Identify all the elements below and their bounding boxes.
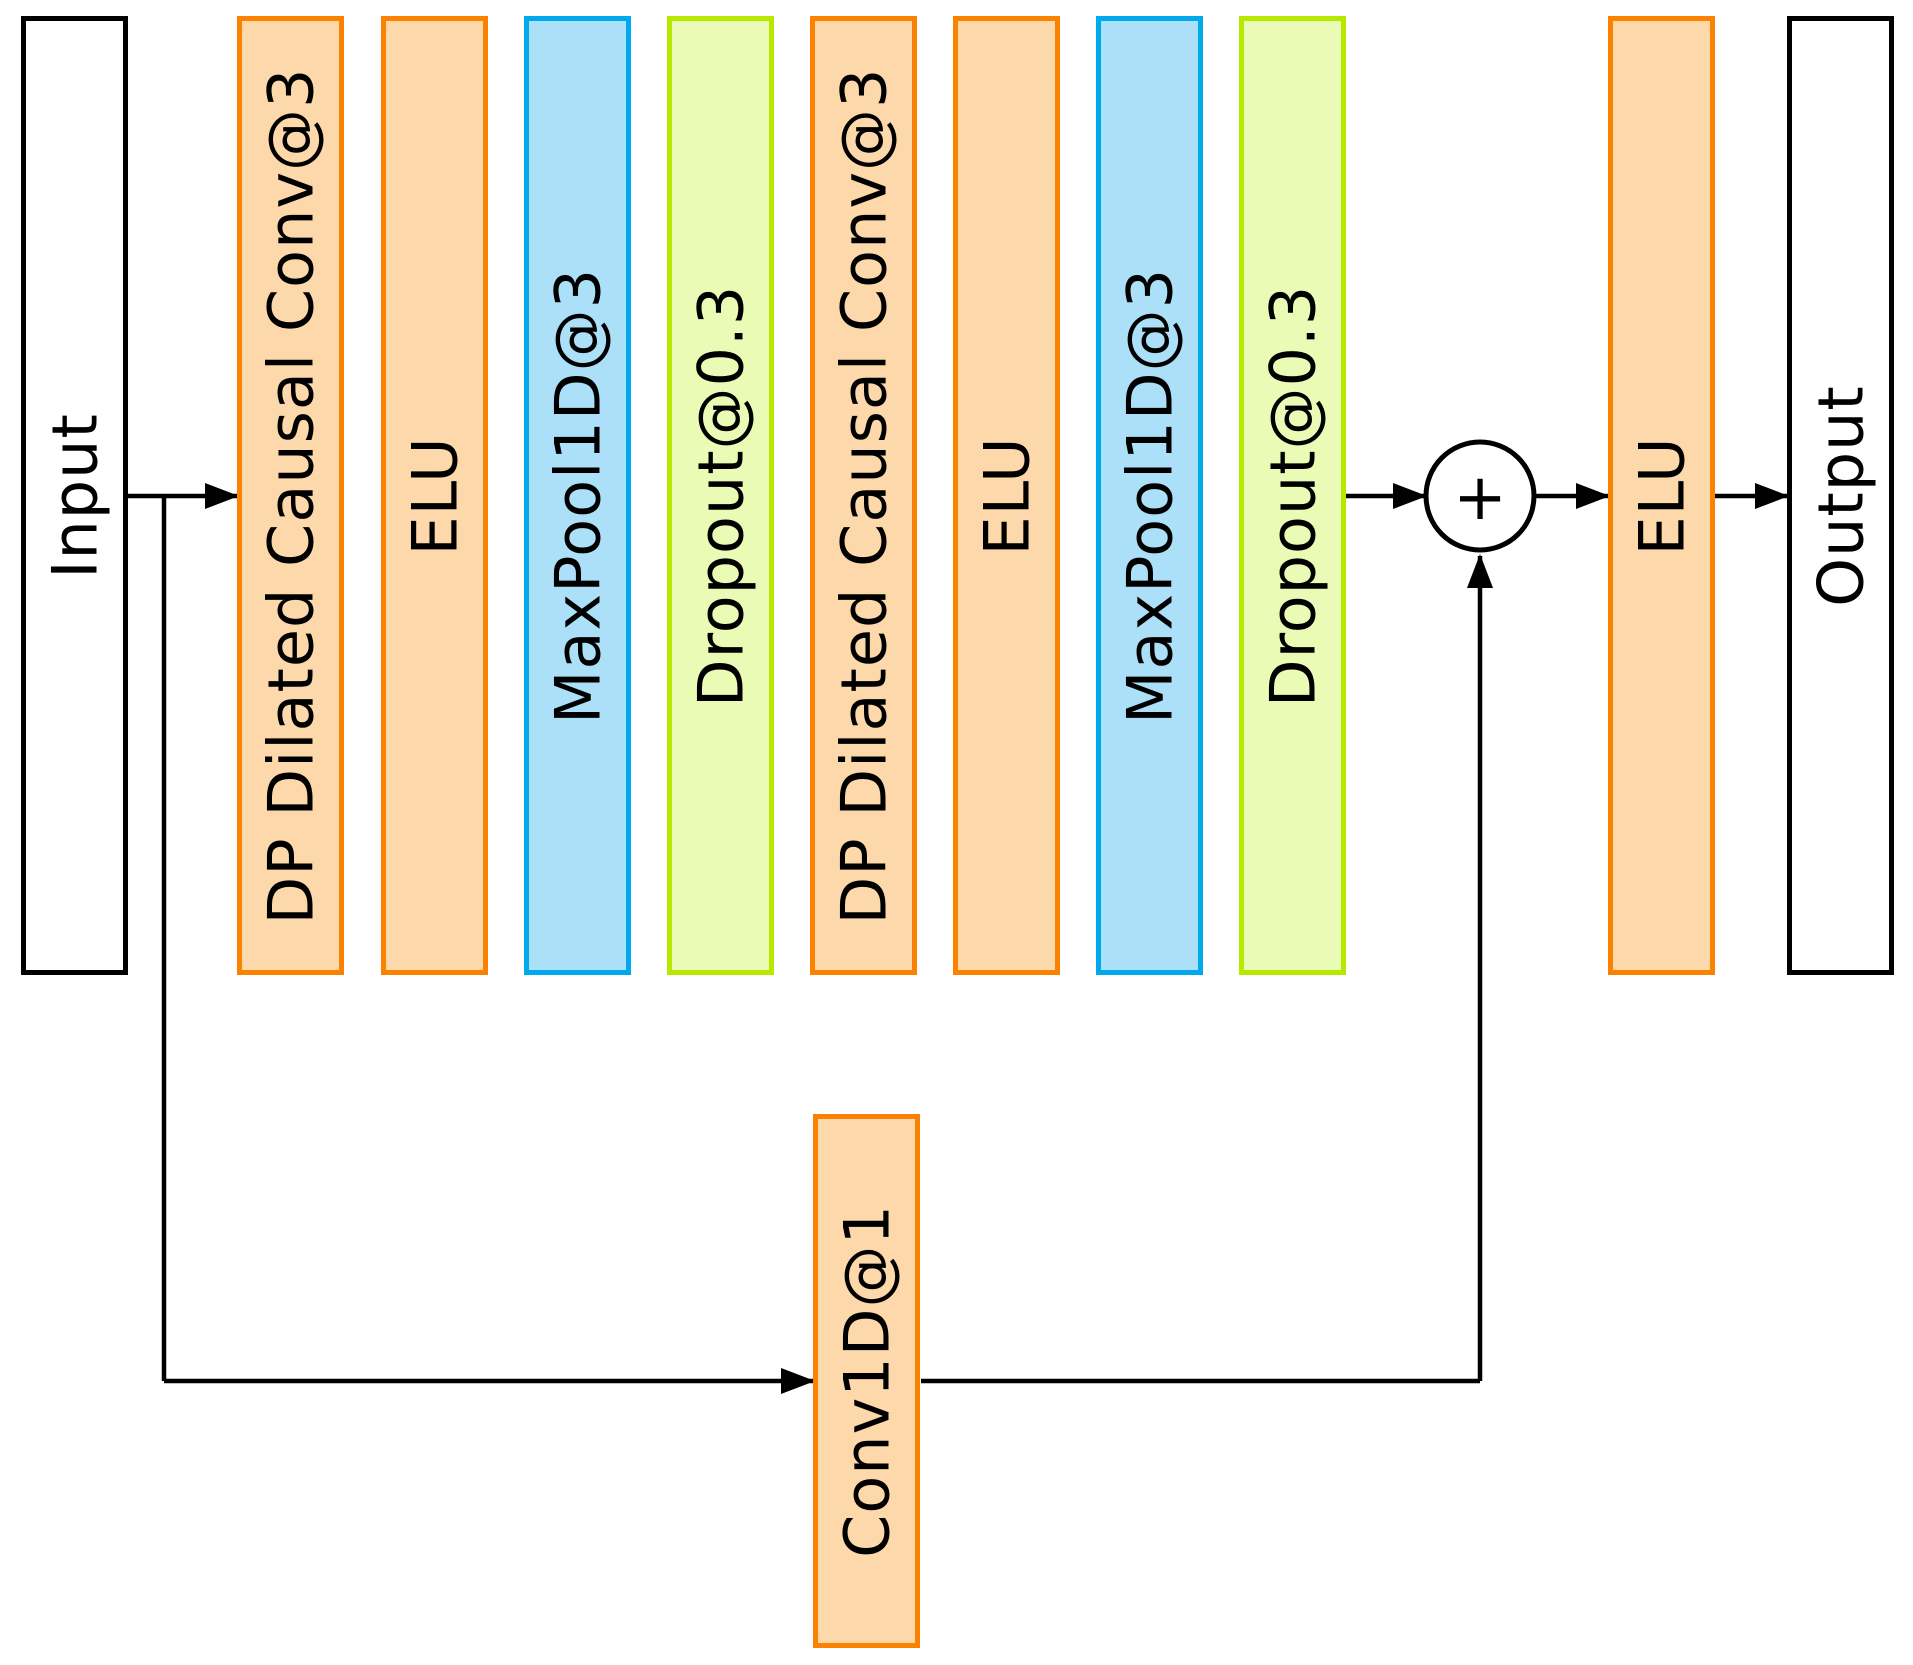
layer-dropout-2: Dropout@0.3	[1239, 16, 1346, 975]
layer-label: ELU	[398, 435, 471, 556]
input-box: Input	[21, 16, 128, 975]
sum-node-circle	[1423, 439, 1537, 553]
layer-dilated-causal-conv-2: DP Dilated Causal Conv@3	[810, 16, 917, 975]
layer-label: MaxPool1D@3	[541, 267, 614, 724]
skip-conv1d-label: Conv1D@1	[830, 1204, 903, 1558]
layer-label: DP Dilated Causal Conv@3	[254, 66, 327, 925]
layer-label: MaxPool1D@3	[1113, 267, 1186, 724]
layer-maxpool-2: MaxPool1D@3	[1096, 16, 1203, 975]
layer-final-elu: ELU	[1608, 16, 1715, 975]
sum-plus-icon: +	[1453, 461, 1507, 535]
layer-elu-2: ELU	[953, 16, 1060, 975]
layer-label: Dropout@0.3	[1256, 284, 1329, 707]
layer-maxpool-1: MaxPool1D@3	[524, 16, 631, 975]
layer-dropout-1: Dropout@0.3	[667, 16, 774, 975]
output-label: Output	[1804, 384, 1877, 607]
layer-label: DP Dilated Causal Conv@3	[827, 66, 900, 925]
input-label: Input	[38, 412, 111, 579]
layer-label: ELU	[1625, 435, 1698, 556]
layer-label: ELU	[970, 435, 1043, 556]
layer-elu-1: ELU	[381, 16, 488, 975]
output-box: Output	[1787, 16, 1894, 975]
layer-label: Dropout@0.3	[684, 284, 757, 707]
skip-conv1d-box: Conv1D@1	[813, 1114, 920, 1648]
layer-dilated-causal-conv-1: DP Dilated Causal Conv@3	[237, 16, 344, 975]
